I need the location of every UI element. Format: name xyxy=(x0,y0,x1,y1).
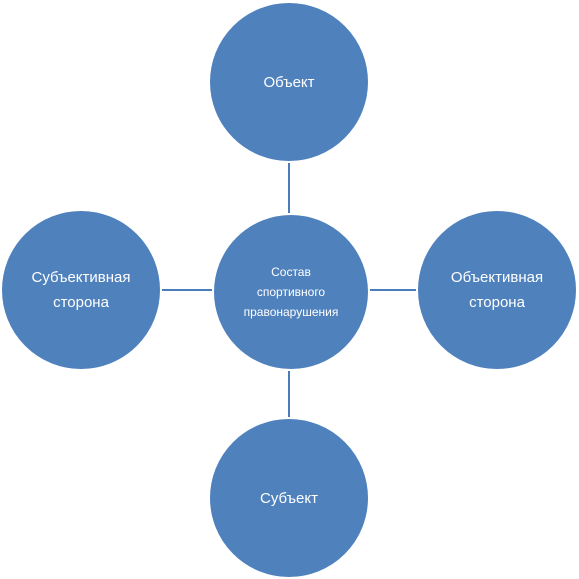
node-subjective-side: Субъективная сторона xyxy=(0,209,162,371)
node-center-composition: Состав спортивного правонарушения xyxy=(212,213,370,371)
node-subject-label: Субъект xyxy=(260,489,318,507)
node-subjective-side-label: Субъективная сторона xyxy=(31,269,131,311)
node-center-label: Состав спортивного правонарушения xyxy=(243,265,339,319)
node-object-label: Объект xyxy=(263,73,315,91)
node-object: Объект xyxy=(208,1,370,163)
node-subject: Субъект xyxy=(208,417,370,579)
node-objective-side: Объективная сторона xyxy=(416,209,578,371)
node-objective-side-label: Объективная сторона xyxy=(450,269,544,311)
